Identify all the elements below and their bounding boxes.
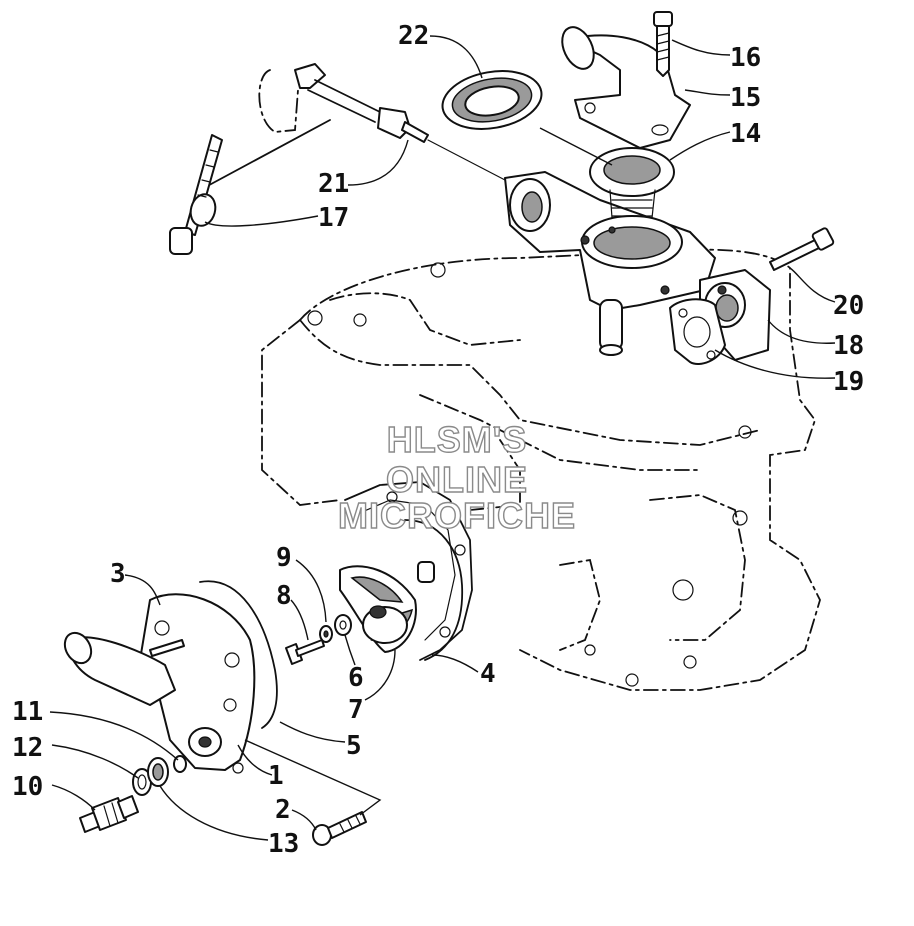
watermark-line-3: MICROFICHE xyxy=(338,495,576,536)
callout-1: 1 xyxy=(268,761,284,791)
washer-9 xyxy=(319,625,333,643)
callout-14: 14 xyxy=(730,119,761,149)
bolt-2 xyxy=(312,811,367,846)
callout-6: 6 xyxy=(348,663,364,693)
callout-22: 22 xyxy=(398,21,429,51)
callout-3: 3 xyxy=(110,559,126,589)
engine-block xyxy=(261,248,821,691)
drain-plug xyxy=(79,795,139,833)
callout-19: 19 xyxy=(833,367,864,397)
callout-10: 10 xyxy=(12,772,43,802)
callout-2: 2 xyxy=(275,795,291,825)
washer-6 xyxy=(334,614,352,636)
bolt-8 xyxy=(285,639,325,665)
callout-11: 11 xyxy=(12,697,43,727)
callout-12: 12 xyxy=(12,733,43,763)
callout-4: 4 xyxy=(480,659,496,689)
pump-cover xyxy=(63,580,278,774)
seal xyxy=(441,70,543,130)
callout-18: 18 xyxy=(833,331,864,361)
watermark-line-1: HLSM'S xyxy=(387,419,528,460)
thermostat xyxy=(589,147,675,219)
callout-8: 8 xyxy=(276,581,292,611)
callout-16: 16 xyxy=(730,43,761,73)
callout-9: 9 xyxy=(276,543,292,573)
callout-13: 13 xyxy=(268,829,299,859)
callout-5: 5 xyxy=(346,731,362,761)
thermostat-housing xyxy=(504,171,716,356)
gasket-19 xyxy=(669,298,726,365)
callout-labels: 1 2 3 4 5 6 7 8 9 10 11 12 13 14 15 16 1… xyxy=(12,21,864,859)
tie-strap xyxy=(169,134,223,255)
callout-21: 21 xyxy=(318,169,349,199)
watermark-line-2: ONLINE xyxy=(386,459,528,500)
bolt-16 xyxy=(653,11,673,77)
impeller xyxy=(339,561,435,653)
callout-15: 15 xyxy=(730,83,761,113)
callout-17: 17 xyxy=(318,203,349,233)
leader-lines xyxy=(49,35,836,841)
hose-assembly xyxy=(199,63,506,191)
washer-13 xyxy=(147,757,169,787)
bolt-20 xyxy=(769,227,835,271)
callout-20: 20 xyxy=(833,291,864,321)
watermark: HLSM'S ONLINE MICROFICHE xyxy=(337,418,576,536)
callout-7: 7 xyxy=(348,695,364,725)
